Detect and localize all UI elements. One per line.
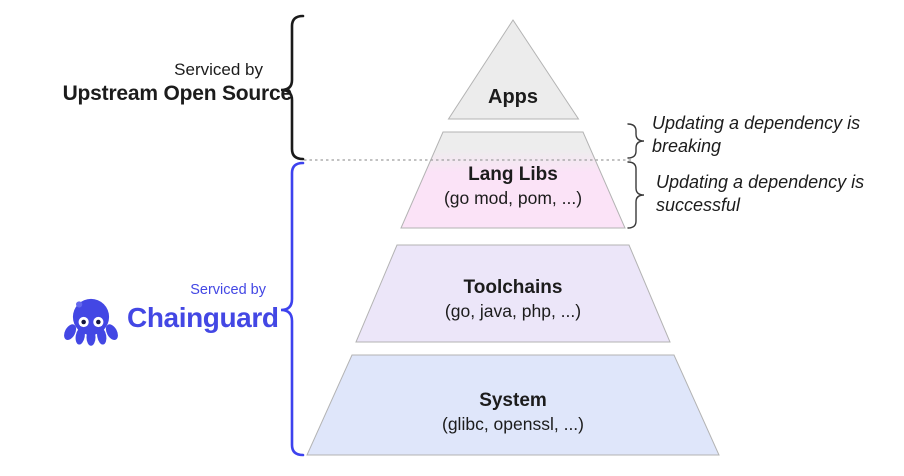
annotation-breaking: Updating a dependency is breaking (652, 112, 860, 157)
lang-libs-title: Lang Libs (468, 164, 558, 185)
toolchains-title: Toolchains (463, 277, 563, 298)
chainguard-serviced-by-label: Serviced by (190, 282, 266, 298)
chainguard-wordmark: Chainguard (127, 302, 279, 333)
upstream-brace (280, 14, 305, 161)
system-subtitle: (glibc, openssl, ...) (442, 414, 584, 434)
apps-triangle (447, 19, 580, 120)
system-title: System (479, 390, 547, 411)
apps-title: Apps (488, 86, 538, 108)
lang-libs-layer-label: Lang Libs (go mod, pom, ...) (444, 164, 582, 209)
annotation-breaking-line1: Updating a dependency is (652, 113, 861, 133)
toolchains-subtitle: (go, java, php, ...) (444, 301, 582, 321)
annotation-breaking-line2: breaking (652, 135, 722, 156)
upstream-serviced-by-label: Serviced by (174, 60, 263, 79)
system-trapezoid (306, 354, 720, 456)
toolchains-trapezoid (355, 244, 671, 343)
apps-layer-label: Apps (488, 86, 538, 109)
upstream-open-source-label: Upstream Open Source (62, 82, 293, 105)
lang-libs-subtitle: (go mod, pom, ...) (443, 188, 583, 208)
head-highlight (76, 301, 83, 308)
chainguard-brace (280, 161, 305, 457)
annotation-successful-line1: Updating a dependency is (656, 172, 865, 192)
breaking-brace (627, 123, 645, 159)
successful-brace (627, 161, 645, 229)
system-layer-label: System (glibc, openssl, ...) (442, 390, 584, 435)
annotation-successful: Updating a dependency is successful (656, 171, 864, 216)
toolchains-layer-label: Toolchains (go, java, php, ...) (445, 277, 581, 322)
chainguard-octopus-icon (64, 298, 118, 346)
lang-libs-trapezoid (400, 131, 626, 229)
annotation-successful-line2: successful (656, 194, 741, 215)
